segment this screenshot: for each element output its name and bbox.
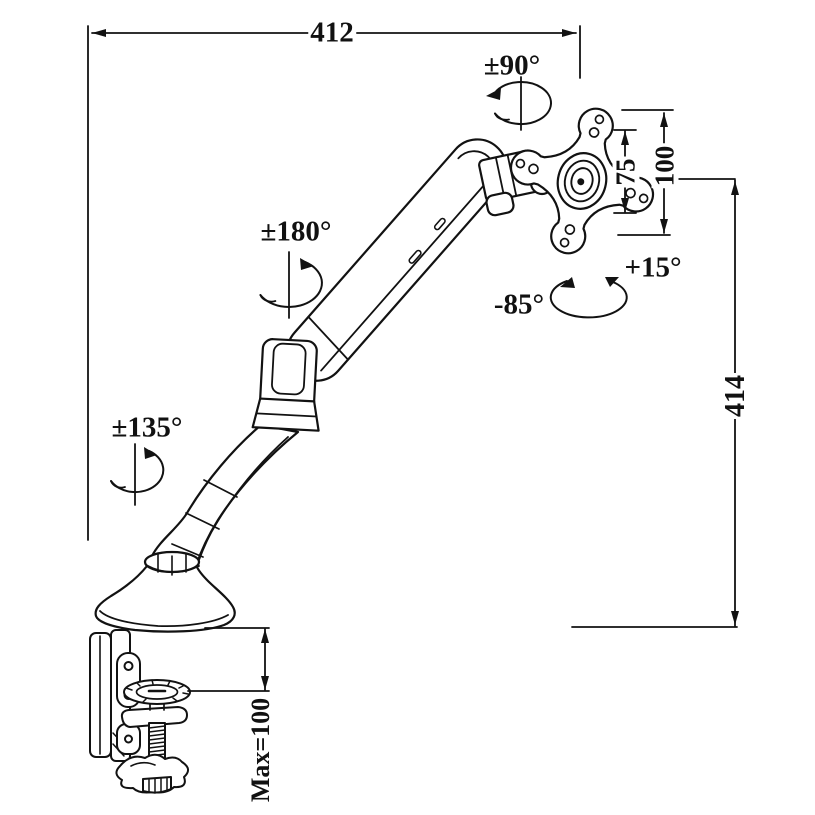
rot-label-tilt-up: +15°	[624, 251, 682, 284]
elbow-cup	[251, 338, 320, 432]
rot-label-tilt-down: -85°	[493, 288, 545, 321]
lower-arm	[150, 423, 300, 568]
rot-label-base: ±135°	[111, 411, 183, 444]
dim-label-max: Max=100	[246, 695, 275, 805]
swivel-arc	[486, 76, 552, 131]
arm-rotation-arc	[259, 251, 323, 319]
rot-label-swivel: ±90°	[483, 49, 541, 82]
dim-label-75: 75	[610, 156, 641, 188]
dim-label-414: 414	[720, 373, 751, 419]
dimension-arrows	[92, 29, 739, 690]
dim-label-100: 100	[649, 143, 680, 189]
base-bell	[94, 550, 236, 633]
rotation-symbols	[110, 76, 628, 506]
dim-label-412: 412	[308, 16, 356, 49]
tilt-arc	[549, 277, 628, 319]
dimension-lines	[87, 25, 738, 692]
vesa-plate	[509, 107, 655, 255]
desk-clamp	[89, 629, 191, 794]
base-rotation-arc	[110, 443, 165, 506]
rot-label-arm: ±180°	[260, 215, 332, 248]
